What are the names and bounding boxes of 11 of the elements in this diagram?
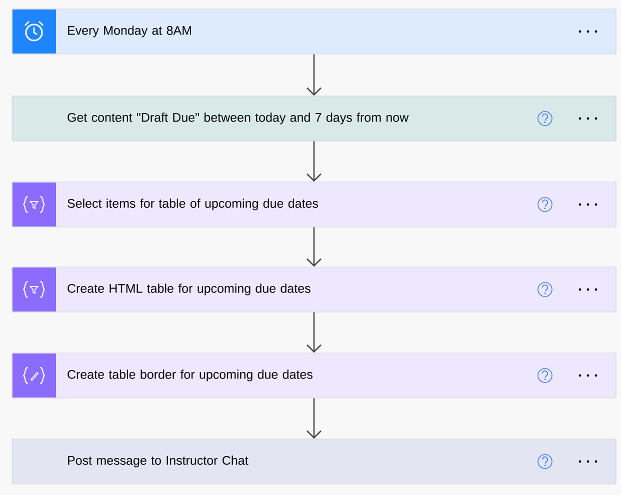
action-card: Every Monday at 8AM — [12, 8, 616, 54]
action-card: Post message to Instructor Chat — [12, 438, 616, 484]
action-card: Get content "Draft Due" between today and 7 days from now — [12, 96, 616, 142]
action-card: Select items for table of upcoming due dates — [12, 182, 616, 228]
arrow — [306, 54, 322, 96]
arrow — [306, 312, 322, 353]
arrow — [306, 141, 322, 182]
arrow — [306, 227, 322, 267]
action-card: Create HTML table for upcoming due dates — [12, 266, 616, 312]
action-card: Create table border for upcoming due dates — [12, 352, 616, 398]
arrow — [306, 398, 322, 439]
